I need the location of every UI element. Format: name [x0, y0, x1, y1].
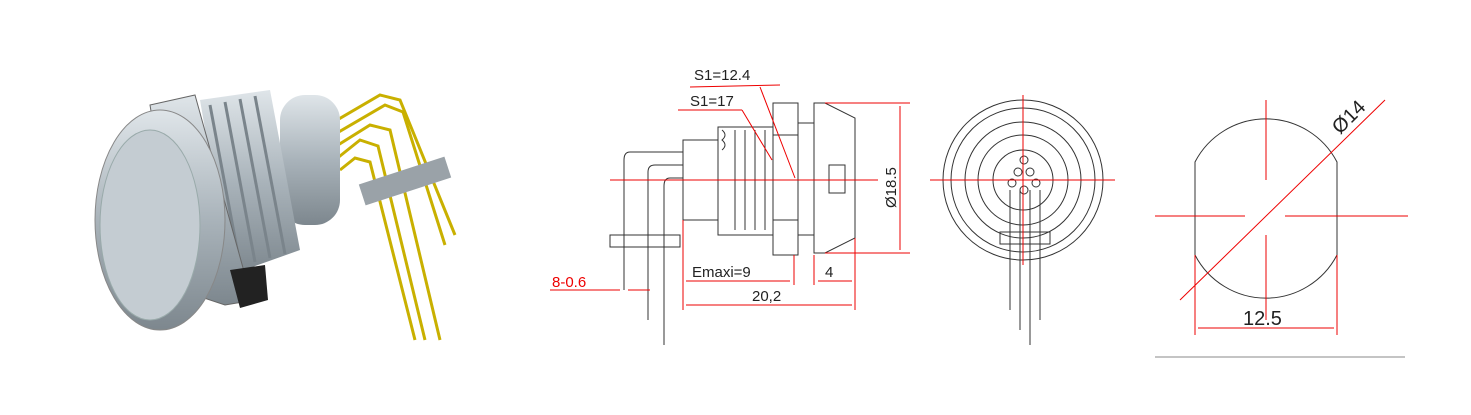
flange-label: 4 [825, 264, 833, 281]
s1-nut-label: S1=12.4 [694, 67, 750, 84]
pins-label: 8-0.6 [552, 274, 586, 291]
side-view-dimensions [550, 84, 910, 310]
cutout-diameter-label: Ø14 [1328, 96, 1370, 138]
thread-3d [208, 95, 287, 266]
panel-cutout [1155, 99, 1408, 358]
side-view [609, 102, 856, 345]
length-label: 20,2 [752, 288, 781, 305]
front-view [930, 95, 1115, 345]
emax-label: Emaxi=9 [692, 264, 751, 281]
s1-body-label: S1=17 [690, 93, 734, 110]
diameter-label: Ø18.5 [883, 167, 900, 208]
cutout-flat-label: 12.5 [1243, 308, 1282, 330]
connector-3d-render [94, 90, 457, 341]
pins-3d [319, 93, 457, 341]
